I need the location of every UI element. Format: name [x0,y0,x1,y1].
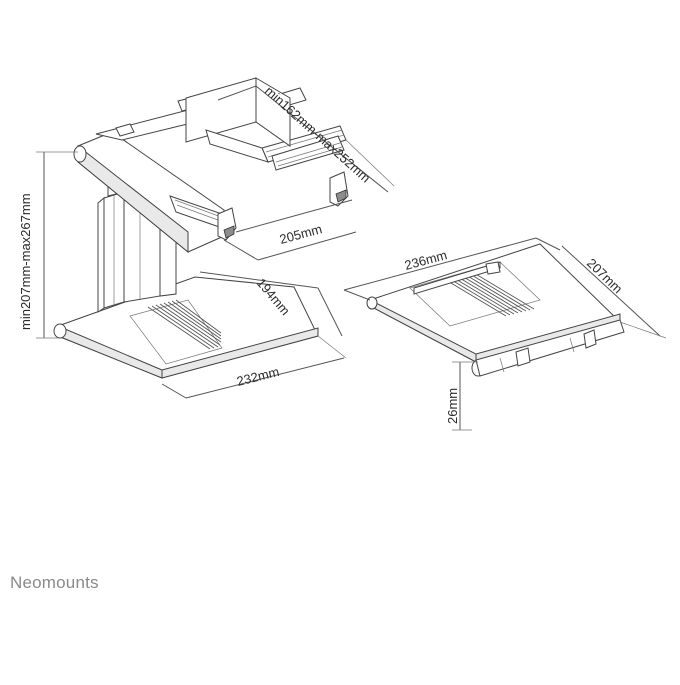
raised-dimension-lines [36,85,395,399]
tray-hooks [217,135,349,241]
base-vent [129,299,223,365]
folded-width-label: 236mm [403,247,449,273]
folded-vent [409,261,541,327]
base-plate [53,276,319,379]
folded-hinges [413,261,597,373]
height-range-label: min207mm-max267mm [18,193,33,330]
extension-rails [169,77,347,231]
brand-logo-text: Neomounts [10,573,99,592]
folded-dimension-lines [343,237,667,431]
base-width-label: 232mm [235,364,281,389]
folded-height-label: 26mm [445,388,460,424]
folded-depth-label: 207mm [584,255,626,296]
folded-stand-drawing [343,237,667,431]
raised-stand-drawing [36,77,395,399]
